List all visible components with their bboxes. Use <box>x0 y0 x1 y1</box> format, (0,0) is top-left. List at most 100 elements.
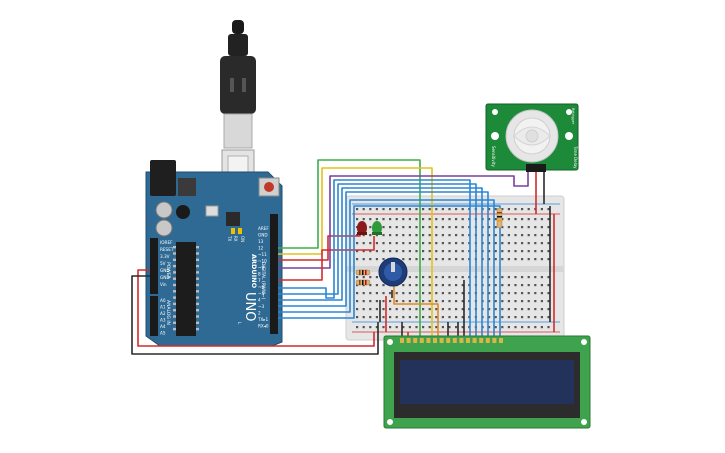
breadboard-hole[interactable] <box>534 258 537 261</box>
breadboard-hole[interactable] <box>389 218 392 221</box>
breadboard-hole[interactable] <box>389 308 392 311</box>
breadboard-hole[interactable] <box>408 226 411 229</box>
breadboard-hole[interactable] <box>488 226 491 229</box>
breadboard-hole[interactable] <box>382 292 385 295</box>
breadboard-hole[interactable] <box>514 300 517 303</box>
breadboard-hole[interactable] <box>415 218 418 221</box>
breadboard-hole[interactable] <box>494 242 497 245</box>
breadboard-hole[interactable] <box>356 250 359 253</box>
breadboard-hole[interactable] <box>534 242 537 245</box>
breadboard-hole[interactable] <box>422 284 425 287</box>
breadboard-hole[interactable] <box>507 276 510 279</box>
breadboard-hole[interactable] <box>455 242 458 245</box>
breadboard-hole[interactable] <box>422 258 425 261</box>
breadboard-hole[interactable] <box>389 316 392 319</box>
breadboard-hole[interactable] <box>514 208 517 211</box>
breadboard-hole[interactable] <box>461 250 464 253</box>
breadboard-hole[interactable] <box>422 308 425 311</box>
breadboard-hole[interactable] <box>488 250 491 253</box>
breadboard-hole[interactable] <box>422 234 425 237</box>
breadboard-hole[interactable] <box>521 218 524 221</box>
breadboard-hole[interactable] <box>501 326 504 329</box>
breadboard-hole[interactable] <box>369 316 372 319</box>
breadboard-hole[interactable] <box>408 308 411 311</box>
breadboard-hole[interactable] <box>547 242 550 245</box>
breadboard-hole[interactable] <box>507 218 510 221</box>
breadboard-hole[interactable] <box>402 292 405 295</box>
breadboard-hole[interactable] <box>501 300 504 303</box>
breadboard-hole[interactable] <box>382 308 385 311</box>
breadboard-hole[interactable] <box>362 250 365 253</box>
breadboard-hole[interactable] <box>435 300 438 303</box>
breadboard-hole[interactable] <box>540 234 543 237</box>
breadboard-hole[interactable] <box>455 300 458 303</box>
breadboard-hole[interactable] <box>435 316 438 319</box>
breadboard-hole[interactable] <box>375 242 378 245</box>
breadboard-hole[interactable] <box>494 208 497 211</box>
breadboard-hole[interactable] <box>501 258 504 261</box>
breadboard-hole[interactable] <box>375 250 378 253</box>
breadboard-hole[interactable] <box>501 218 504 221</box>
breadboard-hole[interactable] <box>428 292 431 295</box>
breadboard-hole[interactable] <box>494 250 497 253</box>
breadboard-hole[interactable] <box>547 284 550 287</box>
breadboard-hole[interactable] <box>540 208 543 211</box>
breadboard-hole[interactable] <box>448 284 451 287</box>
breadboard-hole[interactable] <box>501 292 504 295</box>
breadboard-hole[interactable] <box>547 258 550 261</box>
breadboard-hole[interactable] <box>356 258 359 261</box>
breadboard-hole[interactable] <box>527 316 530 319</box>
breadboard-hole[interactable] <box>514 218 517 221</box>
breadboard-hole[interactable] <box>461 308 464 311</box>
breadboard-hole[interactable] <box>514 226 517 229</box>
breadboard-hole[interactable] <box>527 208 530 211</box>
breadboard-hole[interactable] <box>448 208 451 211</box>
breadboard-hole[interactable] <box>494 258 497 261</box>
breadboard-hole[interactable] <box>527 218 530 221</box>
breadboard-hole[interactable] <box>527 326 530 329</box>
breadboard-hole[interactable] <box>488 284 491 287</box>
breadboard-hole[interactable] <box>441 250 444 253</box>
breadboard-hole[interactable] <box>521 292 524 295</box>
breadboard-hole[interactable] <box>408 258 411 261</box>
breadboard-hole[interactable] <box>402 208 405 211</box>
breadboard-hole[interactable] <box>488 276 491 279</box>
breadboard-hole[interactable] <box>362 234 365 237</box>
breadboard-hole[interactable] <box>455 234 458 237</box>
breadboard-hole[interactable] <box>448 300 451 303</box>
breadboard-hole[interactable] <box>435 234 438 237</box>
breadboard-hole[interactable] <box>461 208 464 211</box>
breadboard-hole[interactable] <box>408 218 411 221</box>
breadboard-hole[interactable] <box>362 258 365 261</box>
breadboard-hole[interactable] <box>494 308 497 311</box>
breadboard-hole[interactable] <box>389 242 392 245</box>
breadboard-hole[interactable] <box>521 276 524 279</box>
breadboard-hole[interactable] <box>534 292 537 295</box>
breadboard-hole[interactable] <box>428 258 431 261</box>
breadboard-hole[interactable] <box>422 316 425 319</box>
breadboard-hole[interactable] <box>534 316 537 319</box>
breadboard-hole[interactable] <box>507 208 510 211</box>
breadboard-hole[interactable] <box>441 284 444 287</box>
breadboard-hole[interactable] <box>369 276 372 279</box>
breadboard-hole[interactable] <box>488 218 491 221</box>
breadboard-hole[interactable] <box>395 250 398 253</box>
breadboard-hole[interactable] <box>375 218 378 221</box>
breadboard-hole[interactable] <box>547 226 550 229</box>
breadboard-hole[interactable] <box>389 250 392 253</box>
breadboard-hole[interactable] <box>402 250 405 253</box>
breadboard-hole[interactable] <box>408 326 411 329</box>
breadboard-hole[interactable] <box>389 300 392 303</box>
breadboard-hole[interactable] <box>402 284 405 287</box>
sensitivity-pot[interactable] <box>491 132 499 140</box>
breadboard-hole[interactable] <box>382 250 385 253</box>
breadboard-hole[interactable] <box>422 326 425 329</box>
breadboard-hole[interactable] <box>369 308 372 311</box>
breadboard-hole[interactable] <box>402 242 405 245</box>
breadboard-hole[interactable] <box>507 316 510 319</box>
breadboard-hole[interactable] <box>382 226 385 229</box>
breadboard-hole[interactable] <box>428 226 431 229</box>
breadboard-hole[interactable] <box>534 250 537 253</box>
breadboard-hole[interactable] <box>521 242 524 245</box>
breadboard-hole[interactable] <box>369 234 372 237</box>
